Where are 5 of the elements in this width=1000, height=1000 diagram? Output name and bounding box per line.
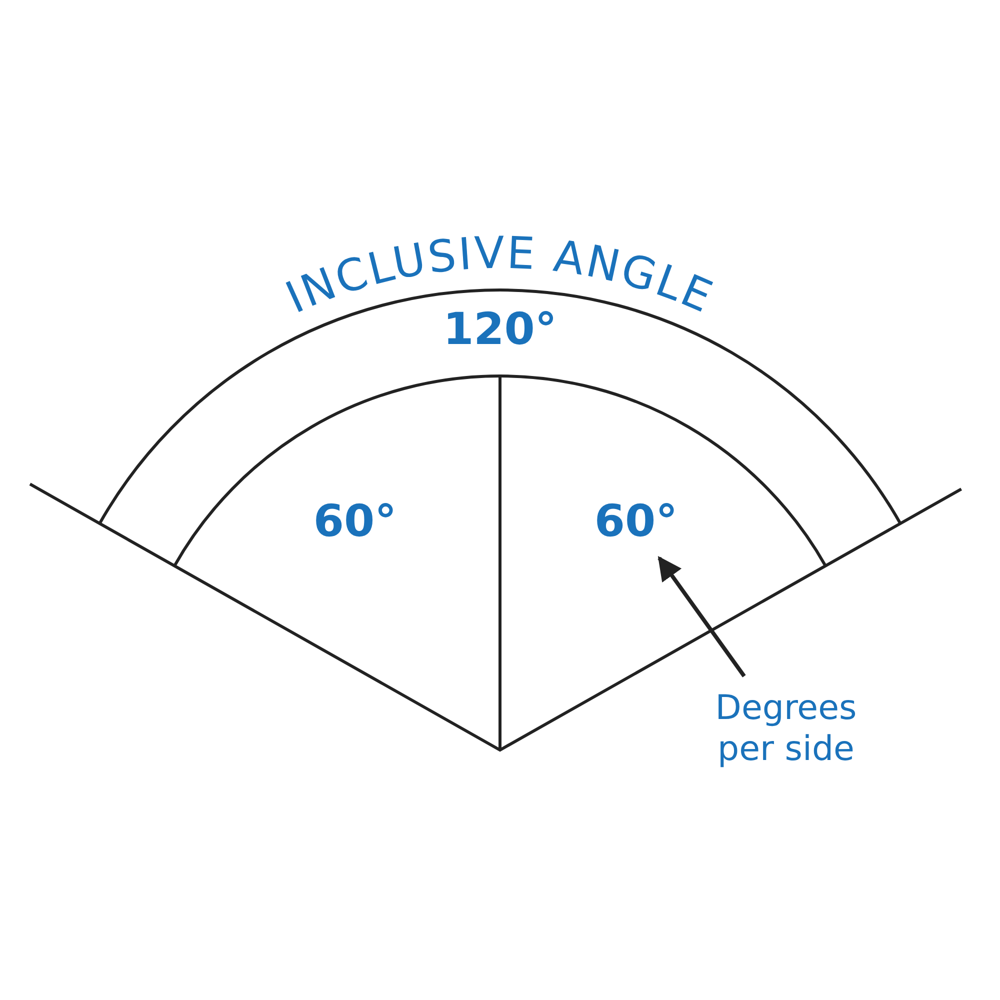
angle-value: 60° (594, 500, 678, 544)
angle-value: 120° (443, 308, 557, 352)
callout-text: Degrees per side (691, 688, 881, 770)
arrow (658, 556, 746, 678)
angle-value: 60° (313, 500, 397, 544)
